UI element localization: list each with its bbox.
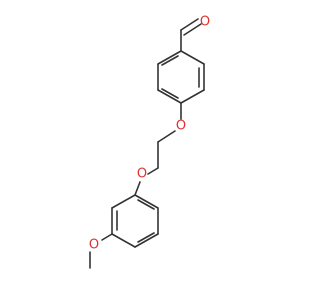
ring1-bond xyxy=(180,50,205,65)
oxygen-label: O xyxy=(176,119,186,134)
bond-ring-o-methoxy xyxy=(101,233,113,241)
methoxy-group xyxy=(89,233,113,269)
ring1-double-bond xyxy=(161,55,179,66)
ring2-bond xyxy=(111,194,136,209)
ring1-bond xyxy=(157,89,182,104)
bond-c-o-double-1 xyxy=(180,18,199,31)
ring2-bond xyxy=(111,233,136,248)
atom-label-methoxy-oxygen: O xyxy=(89,238,99,253)
ring2-double-bond xyxy=(137,199,155,210)
ethoxy-linker xyxy=(134,102,182,196)
ring2-bond xyxy=(134,194,159,209)
atom-label-ether-oxygen-2: O xyxy=(137,167,147,182)
benzene-ring-bottom xyxy=(111,194,159,248)
bond-ch2-o2 xyxy=(147,167,159,175)
ring2-bond xyxy=(134,233,159,248)
bond-o1-ch2 xyxy=(157,130,176,143)
molecule-drawing: O O O O xyxy=(89,15,210,269)
oxygen-label: O xyxy=(89,238,99,253)
oxygen-label: O xyxy=(200,15,210,30)
benzene-ring-top xyxy=(157,50,205,104)
atom-label-ether-oxygen-1: O xyxy=(176,119,186,134)
oxygen-label: O xyxy=(137,167,147,182)
structure-canvas: O O O O xyxy=(89,15,210,269)
ring1-double-bond xyxy=(161,88,179,99)
ring1-bond xyxy=(180,89,205,104)
aldehyde-group xyxy=(180,18,202,52)
ring1-bond xyxy=(157,50,182,65)
bond-o2-ring xyxy=(134,181,141,196)
bond-c-o-double-2 xyxy=(183,23,202,36)
ring2-double-bond xyxy=(137,232,155,243)
atom-label-aldehyde-oxygen: O xyxy=(200,15,210,30)
